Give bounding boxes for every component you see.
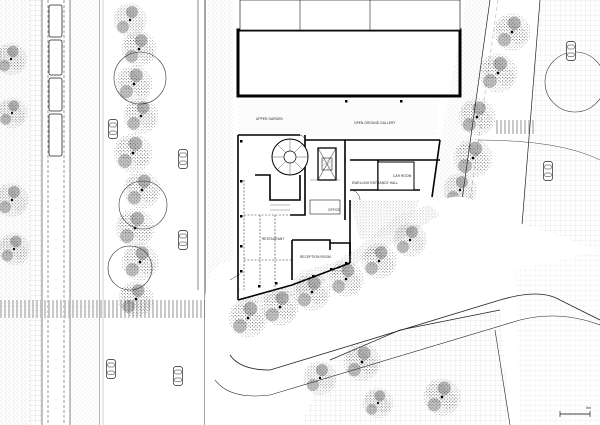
left-avenue	[0, 0, 205, 425]
label-reception: RECEPTION ROOM	[300, 255, 331, 259]
existing-block	[236, 0, 462, 98]
label-open-ground-gallery: OPEN GROUND GALLERY	[354, 121, 396, 125]
columns	[240, 100, 403, 288]
crosswalk	[0, 300, 205, 318]
ground-floor-plan	[237, 100, 441, 301]
tram	[48, 4, 63, 157]
scale-bar: 5m	[559, 406, 591, 417]
spiral-stair	[271, 138, 309, 176]
label-office: OFFICE	[328, 208, 340, 212]
label-car-room: CAR ROOM	[393, 174, 412, 178]
tree-pits	[107, 51, 168, 291]
crosswalk	[495, 120, 535, 134]
plaza	[300, 250, 600, 425]
elevator-core	[317, 147, 337, 181]
scale-bar-label: 5m	[586, 406, 591, 410]
label-upper-garden: UPPER GARDEN	[256, 117, 283, 121]
room-labels: UPPER GARDEN OPEN GROUND GALLERY DWELLIN…	[256, 117, 412, 259]
label-dwelling-entrance: DWELLING ENTRANCE HALL	[352, 181, 398, 185]
label-restaurant: RESTAURANT	[262, 237, 284, 241]
